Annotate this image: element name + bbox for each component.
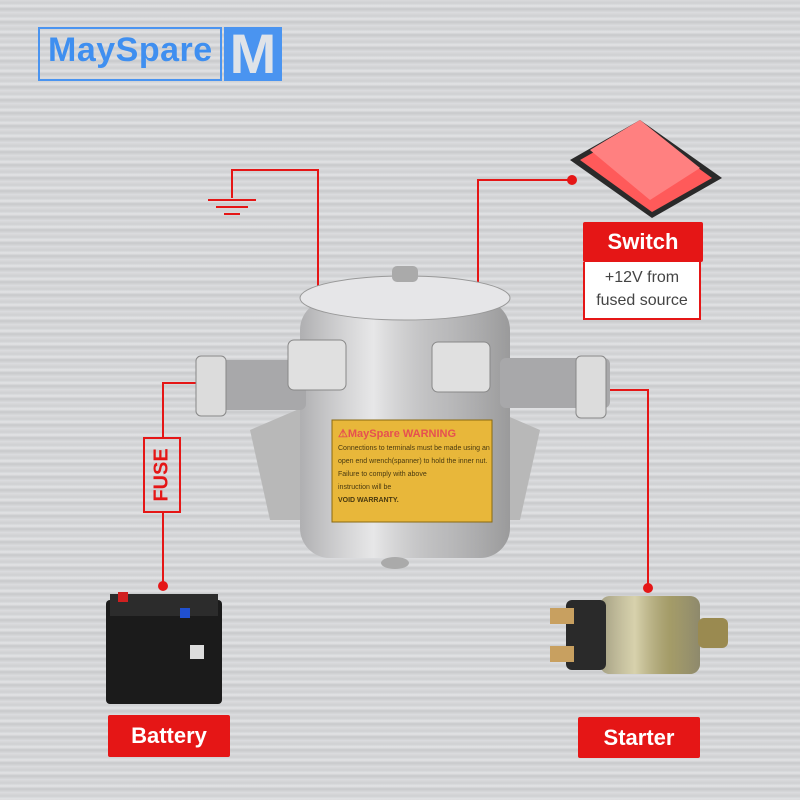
rocker-switch-icon [570,120,722,218]
warning-line: open end wrench(spanner) to hold the inn… [338,458,488,465]
warning-line: instruction will be [338,484,392,491]
starter-wire [592,389,649,588]
fuse-box: FUSE [143,437,181,513]
logo-frame [38,27,222,81]
starter-solenoid-icon [550,596,728,674]
solenoid-icon [195,266,610,569]
brand-mark: M [224,26,282,82]
switch-note: +12V from fused source [583,262,701,320]
brand-logo: MaySpare M [38,26,282,82]
battery-icon [106,592,222,704]
warning-line: Failure to comply with above [338,471,427,478]
battery-label: Battery [108,715,230,757]
ground-icon [208,199,256,215]
brand-name: MaySpare [48,31,213,69]
warning-line: Connections to terminals must be made us… [338,445,490,452]
fuse-label: FUSE [150,448,173,502]
switch-label: Switch [583,222,703,262]
warning-title: ⚠MaySpare WARNING [338,428,457,440]
warning-line: VOID WARRANTY. [338,497,399,504]
ground-wire [231,169,319,342]
switch-note-line: +12V from [604,269,680,286]
starter-label: Starter [578,717,700,758]
switch-note-line: fused source [596,292,688,309]
warning-label: ⚠MaySpare WARNING Connections to termina… [334,424,494,520]
